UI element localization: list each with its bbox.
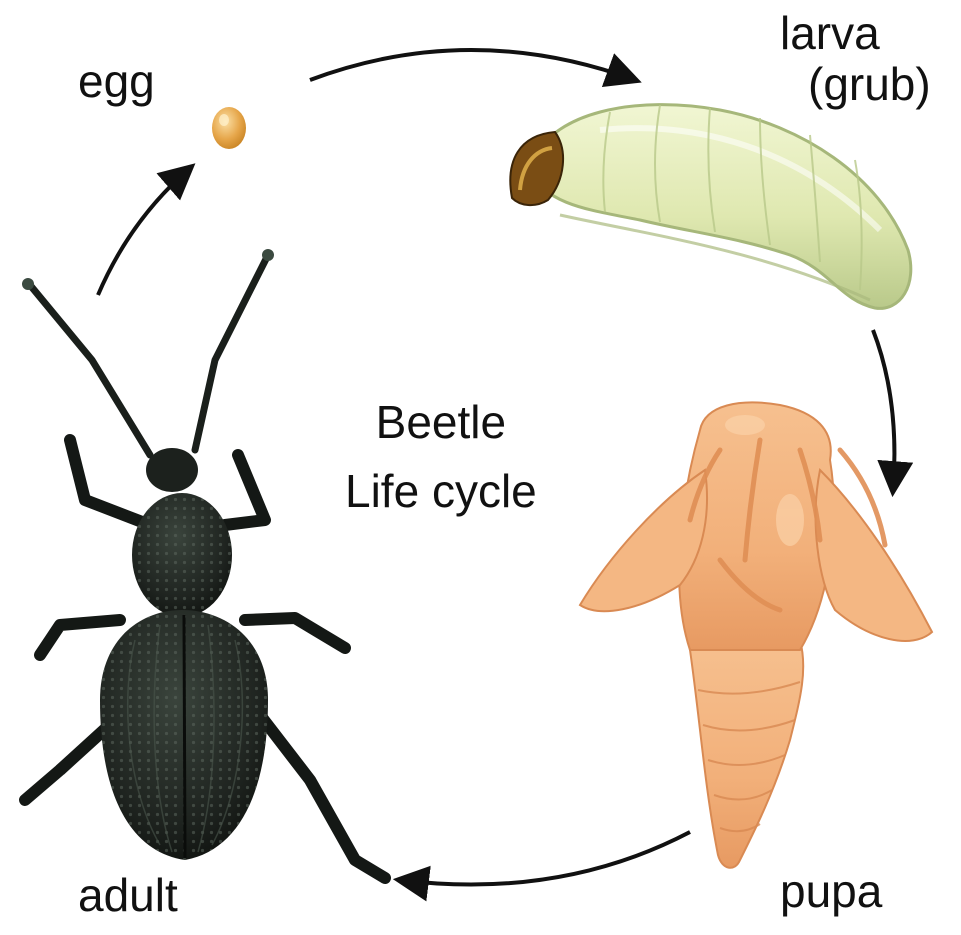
arrow-adult-to-egg	[98, 168, 190, 295]
label-larva-line2: (grub)	[760, 59, 931, 110]
diagram-title-line1: Beetle	[345, 388, 537, 457]
pupa-illustration	[580, 402, 932, 867]
label-adult: adult	[78, 870, 178, 921]
arrow-larva-to-pupa	[873, 330, 894, 490]
label-pupa: pupa	[780, 866, 882, 917]
label-egg: egg	[78, 56, 155, 107]
label-larva-line1: larva	[760, 8, 931, 59]
diagram-title-line2: Life cycle	[345, 457, 537, 526]
label-larva: larva (grub)	[760, 8, 931, 109]
diagram-title: Beetle Life cycle	[345, 388, 537, 526]
adult-illustration	[22, 249, 385, 878]
arrow-egg-to-larva	[310, 50, 635, 80]
egg-illustration	[212, 107, 246, 149]
arrow-pupa-to-adult	[400, 832, 690, 885]
larva-illustration	[510, 105, 910, 309]
